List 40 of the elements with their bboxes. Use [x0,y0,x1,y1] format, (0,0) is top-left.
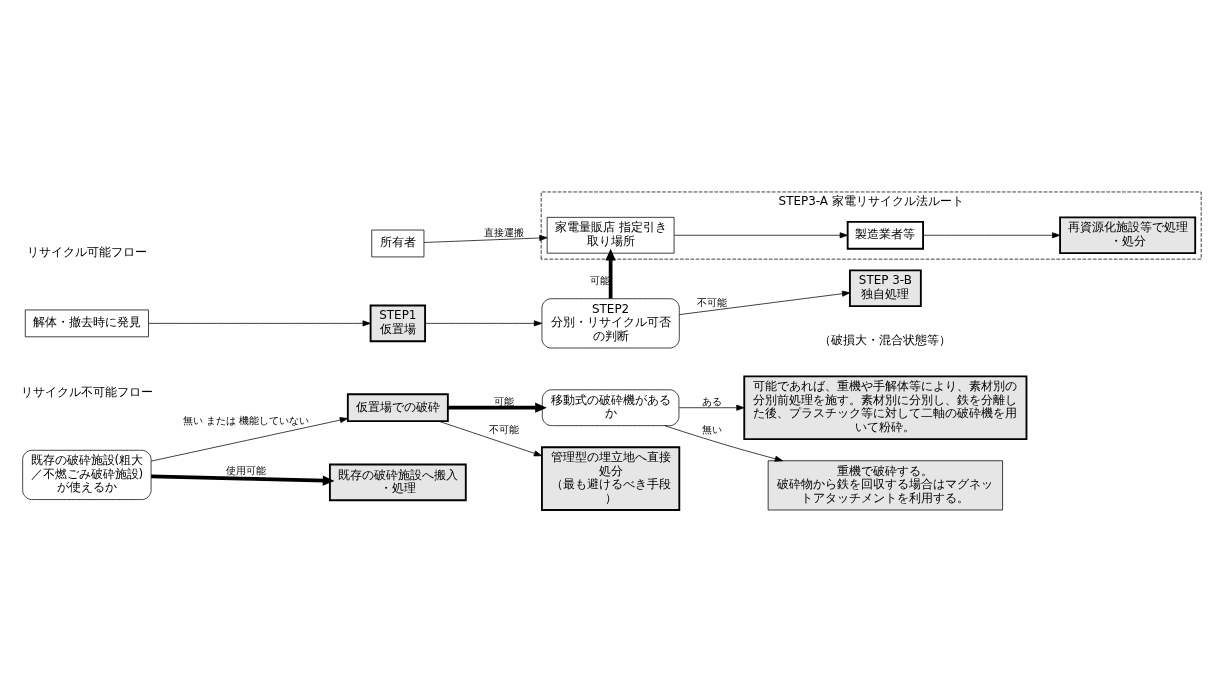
arrow [148,320,371,327]
edge-label: 直接運搬 [483,226,524,239]
arrow [438,420,543,457]
edge-label: ある [701,394,722,407]
arrow [605,248,616,299]
label: リサイクル可能フロー [26,245,147,260]
node-box: 重機で破砕する。 破砕物から鉄を回収する場合はマグネットアタッチメントを利用する。 [767,460,1003,511]
arrow [150,417,348,462]
node-box: 再資源化施設等で処理・処分 [1059,216,1197,255]
node-box: 解体・撤去時に発見 [24,309,149,338]
edge-label: 無い または 機能していない [182,414,310,427]
node-box: 仮置場での破砕 [346,393,449,423]
arrow [678,404,745,411]
node-box: 既存の破砕施設(粗大／不燃ごみ破砕施設)が使えるか [22,449,152,500]
edge-label: 使用可能 [225,463,266,476]
label: （破損大・混合状態等） [819,333,952,348]
node-box: STEP1 仮置場 [369,304,427,343]
arrow [448,402,547,413]
node-box: 既存の破砕施設へ搬入・処理 [328,463,467,502]
node-box: 移動式の破砕機があるか [541,389,680,427]
node-box: STEP 3-B 独自処理 [848,269,922,308]
arrow [423,235,548,243]
edge-label: 可能 [493,394,514,407]
arrow [922,232,1061,239]
node-box: 可能であれば、重機や手解体等により、素材別の分別前処理を施す。素材別に分別し、鉄を分離した後、プラスチック等に対して二軸の破砕機を用いて粉砕。 [743,375,1028,441]
arrow [151,474,335,486]
label: リサイクル不可能フロー [20,385,153,400]
arrow [664,425,784,462]
node-box: 製造業者等 [846,220,924,250]
node-box: 管理型の埋立地へ直接処分 （最も避けるべき手段） [541,446,681,511]
arrow [679,290,851,315]
node-box: STEP2 分別・リサイクル可否の判断 [541,298,680,349]
edge-label: 可能 [589,274,610,287]
edge-label: 不可能 [488,423,519,436]
arrow [424,320,543,327]
edge-label: 不可能 [696,295,727,308]
arrow [674,232,848,239]
edge-label: 無い [701,422,722,435]
node-box: 家電量販店 指定引き取り場所 [546,216,675,254]
node-box: 所有者 [371,229,425,258]
